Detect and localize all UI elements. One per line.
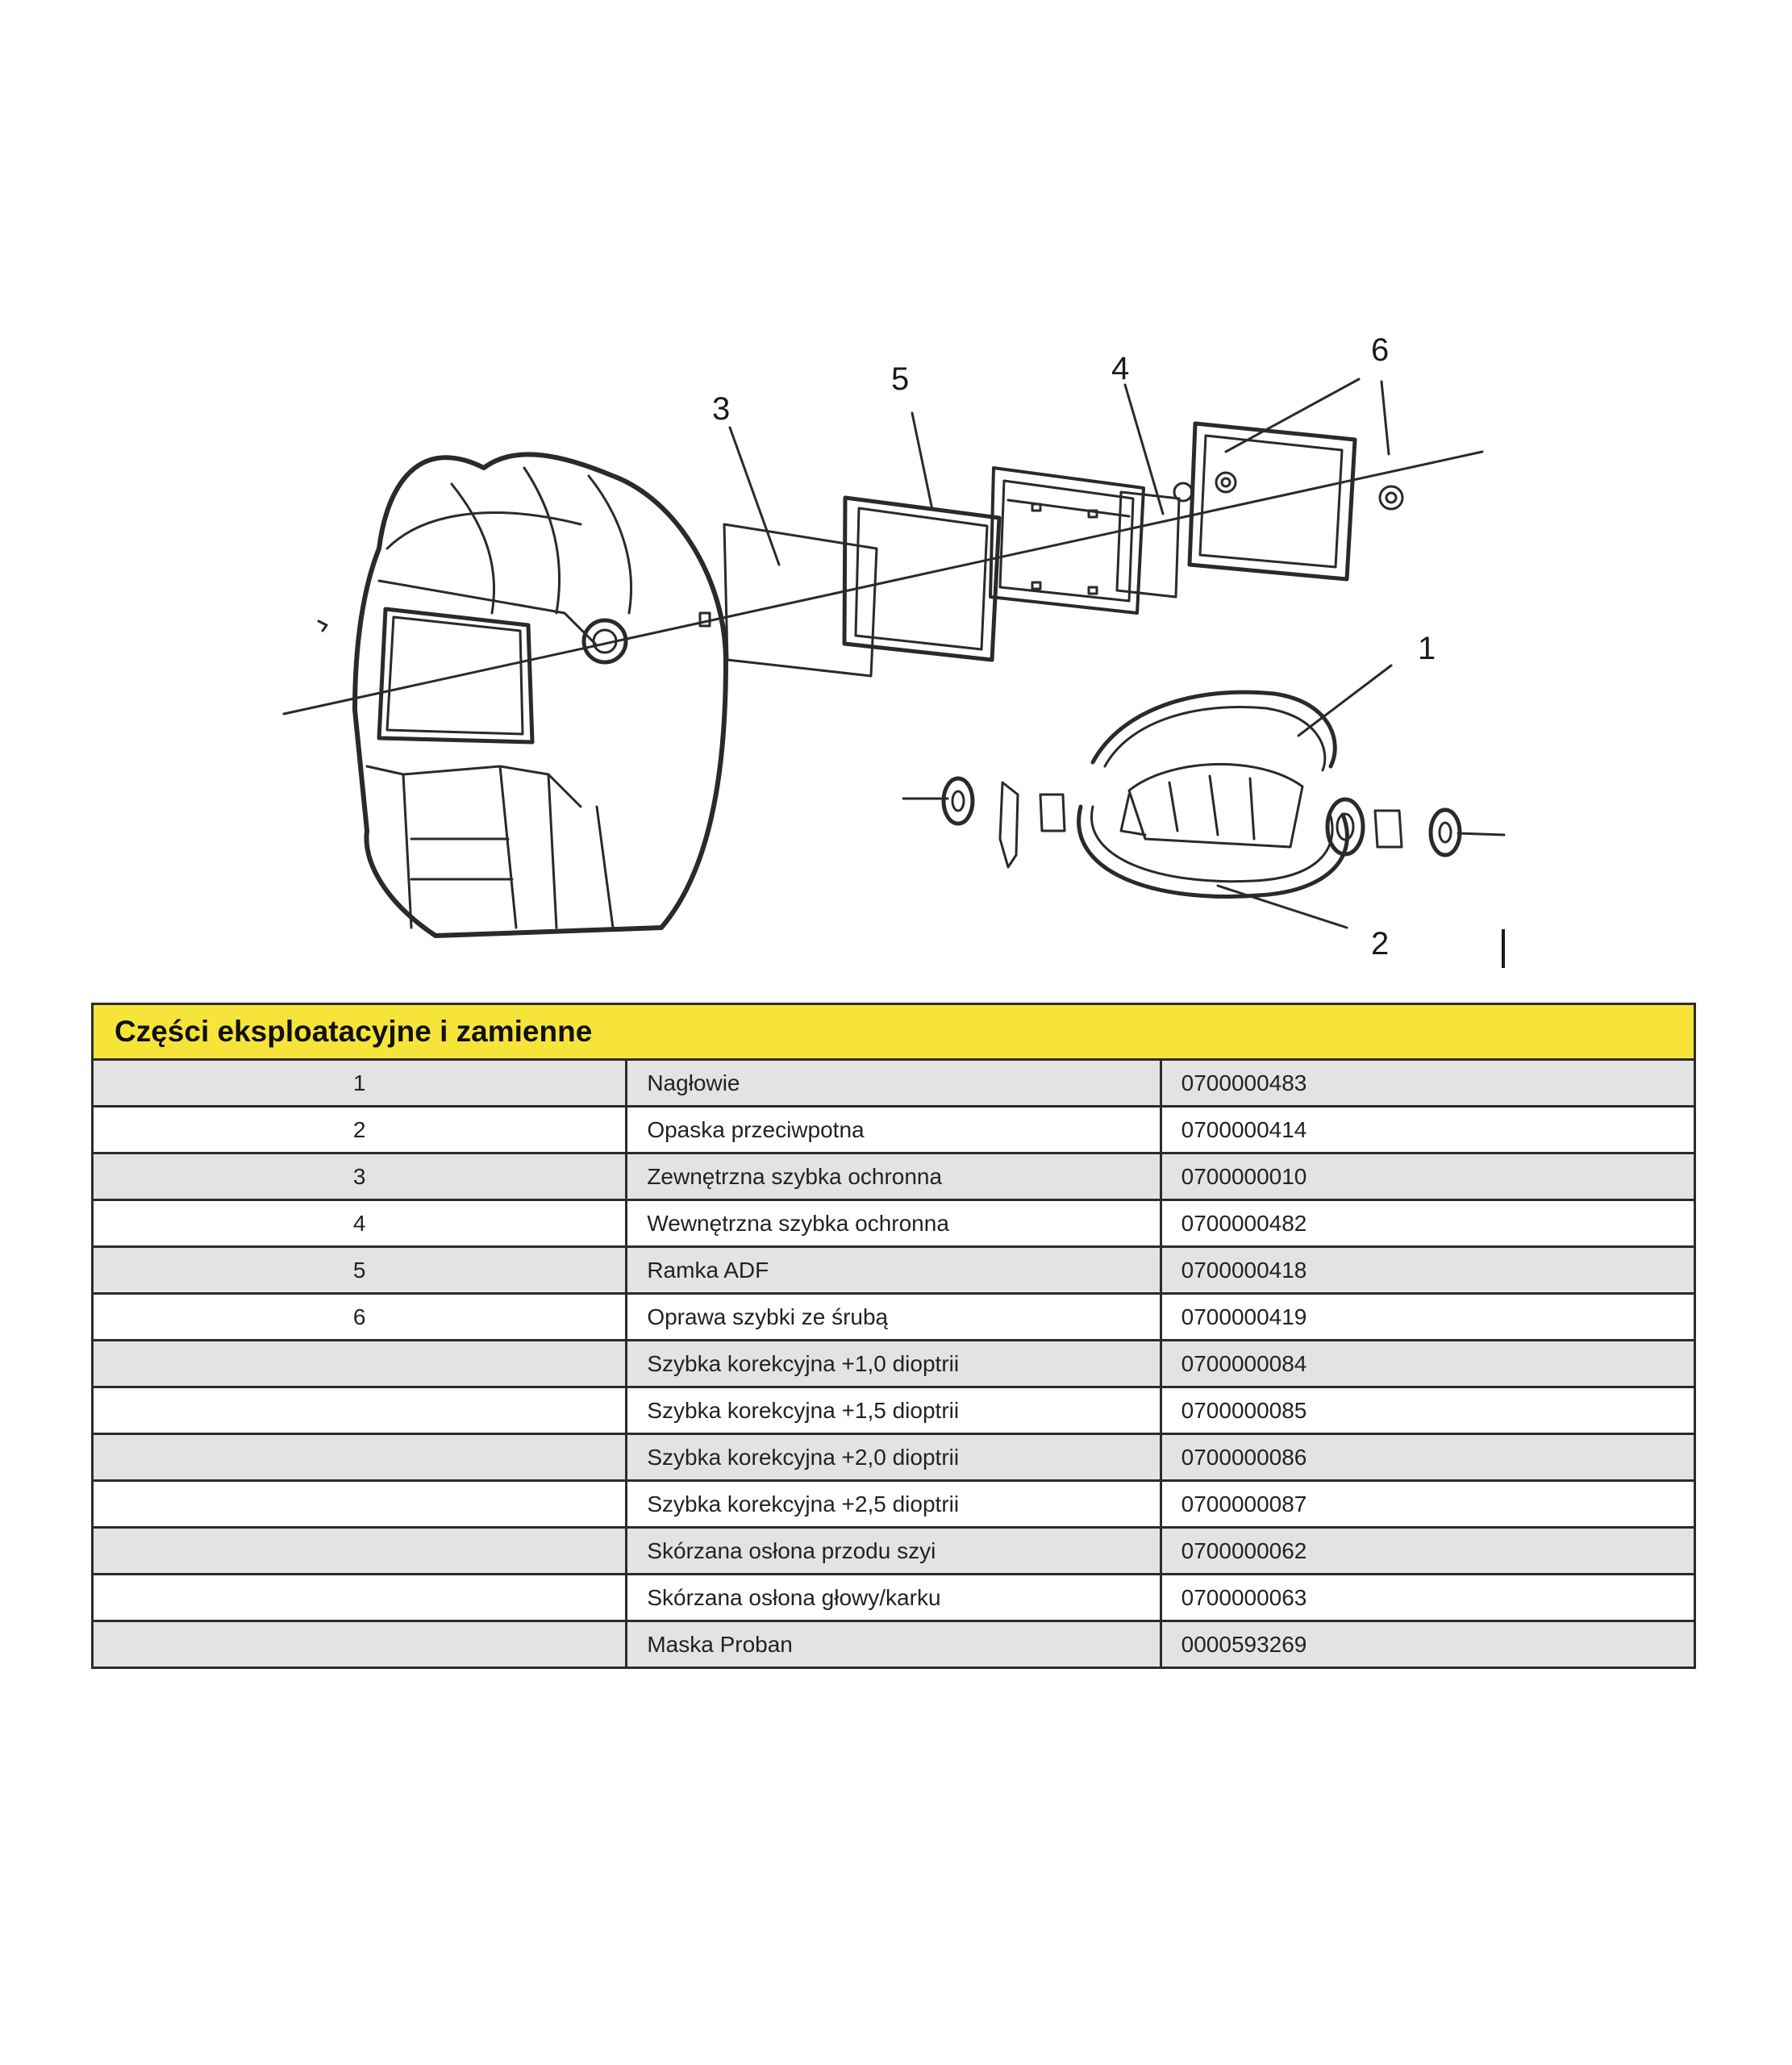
part-name-cell: Wewnętrzna szybka ochronna: [625, 1199, 1162, 1248]
part-number-cell: [90, 1573, 628, 1622]
part-number-cell: [90, 1526, 628, 1575]
part-name-cell: Szybka korekcyjna +1,5 dioptrii: [625, 1386, 1162, 1435]
callout-4: 4: [1111, 351, 1129, 386]
part-4-inner-plate: [1115, 490, 1181, 599]
callout-3: 3: [712, 391, 730, 427]
part-number-cell: 1: [90, 1058, 628, 1108]
callout-labels: 1 2 3 4 5 6: [712, 332, 1436, 962]
part-number-cell: 4: [90, 1199, 628, 1248]
part-code-cell: 0700000483: [1159, 1058, 1697, 1108]
part-name-cell: Zewnętrzna szybka ochronna: [625, 1152, 1162, 1201]
part-name-cell: Skórzana osłona przodu szyi: [625, 1526, 1162, 1575]
exploded-diagram: 1 2 3 4 5 6: [282, 332, 1506, 962]
part-number-cell: [90, 1433, 628, 1482]
part-code-cell: 0700000414: [1159, 1105, 1697, 1154]
part-number-cell: [90, 1339, 628, 1388]
callout-5: 5: [891, 361, 909, 397]
part-code-cell: 0700000087: [1159, 1479, 1697, 1529]
part-3-outer-plate: [723, 523, 878, 678]
part-name-cell: Szybka korekcyjna +2,0 dioptrii: [625, 1433, 1162, 1482]
part-name-cell: Oprawa szybki ze śrubą: [625, 1292, 1162, 1341]
part-name-cell: Ramka ADF: [625, 1245, 1162, 1295]
part-code-cell: 0700000418: [1159, 1245, 1697, 1295]
part-code-cell: 0000593269: [1159, 1620, 1697, 1669]
helmet-shell: [317, 452, 728, 938]
part-number-cell: 6: [90, 1292, 628, 1341]
part-name-cell: Szybka korekcyjna +2,5 dioptrii: [625, 1479, 1162, 1529]
part-5-adf-frame: [842, 495, 1002, 662]
adf-cassette: [989, 466, 1145, 615]
part-code-cell: 0700000419: [1159, 1292, 1697, 1341]
part-number-cell: 2: [90, 1105, 628, 1154]
parts-table-title: Części eksploatacyjne i zamienne: [91, 1003, 1696, 1061]
part-code-cell: 0700000062: [1159, 1526, 1697, 1575]
headgear-assembly: [902, 690, 1506, 899]
part-code-cell: 0700000084: [1159, 1339, 1697, 1388]
part-6-lens-holder: [1173, 421, 1404, 582]
callout-6: 6: [1371, 332, 1389, 368]
part-number-cell: [90, 1620, 628, 1669]
part-code-cell: 0700000482: [1159, 1199, 1697, 1248]
callout-2: 2: [1371, 926, 1389, 962]
part-number-cell: 3: [90, 1152, 628, 1201]
part-name-cell: Opaska przeciwpotna: [625, 1105, 1162, 1154]
part-name-cell: Nagłowie: [625, 1058, 1162, 1108]
part-name-cell: Maska Proban: [625, 1620, 1162, 1669]
part-number-cell: [90, 1479, 628, 1529]
part-code-cell: 0700000063: [1159, 1573, 1697, 1622]
part-name-cell: Szybka korekcyjna +1,0 dioptrii: [625, 1339, 1162, 1388]
part-number-cell: 5: [90, 1245, 628, 1295]
part-code-cell: 0700000085: [1159, 1386, 1697, 1435]
part-code-cell: 0700000010: [1159, 1152, 1697, 1201]
axis-line: [282, 450, 1484, 715]
part-code-cell: 0700000086: [1159, 1433, 1697, 1482]
text-cursor-mark: [1502, 929, 1505, 968]
callout-1: 1: [1418, 631, 1436, 666]
parts-table-header: Części eksploatacyjne i zamienne: [91, 1003, 1696, 1061]
part-number-cell: [90, 1386, 628, 1435]
part-name-cell: Skórzana osłona głowy/karku: [625, 1573, 1162, 1622]
leader-lines: [728, 378, 1393, 929]
